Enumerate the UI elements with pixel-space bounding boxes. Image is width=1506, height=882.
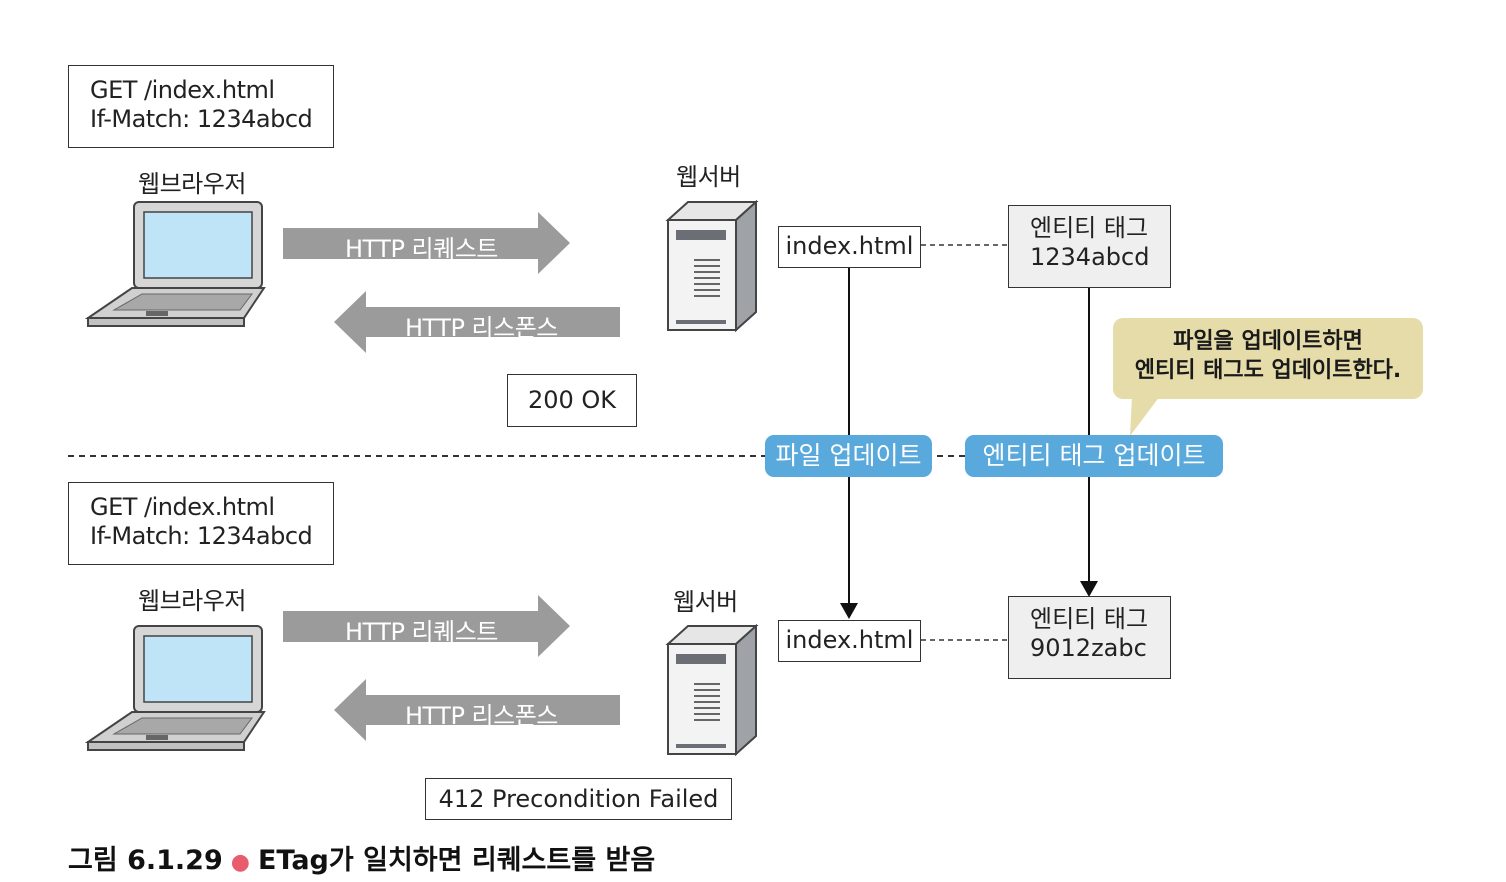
figure-caption: 그림 6.1.29 ● ETag가 일치하면 리퀘스트를 받음 [68, 838, 655, 877]
file-update-pill: 파일 업데이트 [765, 435, 932, 477]
top-request-arrow-shape [283, 212, 570, 274]
top-server-label: 웹서버 [676, 163, 741, 191]
bottom-request-arrow-label: HTTP 리퀘스트 [345, 618, 498, 646]
caption-text: ETag가 일치하면 리퀘스트를 받음 [257, 845, 656, 876]
file-update-arrowhead [840, 603, 858, 619]
bottom-request-arrow-shape [283, 595, 570, 657]
bottom-request-line-1: GET /index.html [90, 493, 275, 521]
bottom-file-box: index.html [778, 620, 921, 662]
top-request-box: GET /index.html If-Match: 1234abcd [68, 65, 334, 148]
top-tag-title: 엔티티 태그 [1030, 214, 1149, 242]
top-server-icon [665, 200, 759, 333]
tag-update-pill: 엔티티 태그 업데이트 [965, 435, 1223, 477]
top-browser-label: 웹브라우저 [138, 170, 246, 198]
bottom-tag-value: 9012zabc [1030, 634, 1147, 662]
top-status-box: 200 OK [507, 374, 637, 427]
callout-line-1: 파일을 업데이트하면 [1173, 329, 1363, 354]
update-callout: 파일을 업데이트하면 엔티티 태그도 업데이트한다. [1113, 318, 1423, 399]
top-request-line-1: GET /index.html [90, 76, 275, 104]
top-file-box: index.html [778, 226, 921, 268]
top-response-arrow-label: HTTP 리스폰스 [405, 314, 558, 342]
bottom-browser-label: 웹브라우저 [138, 587, 246, 615]
bottom-tag-title: 엔티티 태그 [1030, 605, 1149, 633]
top-request-arrow-label: HTTP 리퀘스트 [345, 235, 498, 263]
callout-tail [1130, 396, 1160, 436]
top-response-arrow-shape [334, 291, 620, 353]
top-file-name: index.html [785, 232, 914, 260]
bottom-server-icon [665, 624, 759, 757]
tag-update-arrowhead [1080, 581, 1098, 597]
bottom-laptop-icon [84, 625, 266, 751]
top-status-text: 200 OK [527, 386, 617, 414]
bottom-request-line-2: If-Match: 1234abcd [90, 522, 313, 550]
top-request-line-2: If-Match: 1234abcd [90, 105, 313, 133]
bottom-status-text: 412 Precondition Failed [438, 785, 719, 813]
top-laptop-icon [84, 201, 266, 327]
top-tag-value: 1234abcd [1030, 243, 1150, 271]
callout-line-2: 엔티티 태그도 업데이트한다. [1134, 358, 1402, 383]
caption-bullet: ● [230, 850, 250, 875]
top-entity-tag-box: 엔티티 태그 1234abcd [1008, 205, 1171, 288]
bottom-request-box: GET /index.html If-Match: 1234abcd [68, 482, 334, 565]
bottom-server-label: 웹서버 [673, 588, 738, 616]
bottom-file-name: index.html [785, 626, 914, 654]
bottom-entity-tag-box: 엔티티 태그 9012zabc [1008, 596, 1171, 679]
bottom-response-arrow-shape [334, 679, 620, 741]
bottom-response-arrow-label: HTTP 리스폰스 [405, 702, 558, 730]
figure-number: 그림 6.1.29 [68, 845, 223, 876]
bottom-status-box: 412 Precondition Failed [425, 778, 732, 820]
